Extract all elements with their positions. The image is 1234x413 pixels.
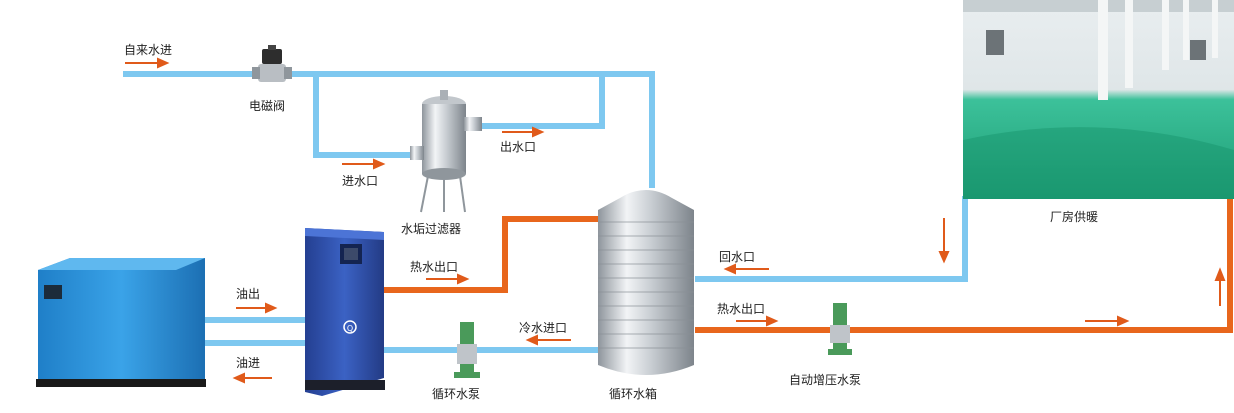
air-compressor-icon [36, 258, 206, 387]
oil-in-label: 油进 [236, 356, 260, 370]
circulation-pump-label: 循环水泵 [432, 387, 480, 401]
arrow-down-icon [938, 218, 950, 264]
arrow-left-icon [723, 263, 769, 275]
heat-recovery-unit-logo: Q [347, 324, 353, 333]
hot-water-outlet-label-1: 热水出口 [410, 260, 458, 274]
arrow-right-icon [736, 315, 779, 327]
arrow-right-icon [502, 126, 545, 138]
flow-arrows [125, 57, 1226, 384]
arrow-left-icon [525, 334, 571, 346]
arrow-right-icon [426, 273, 470, 285]
circulation-pump-icon [454, 322, 480, 378]
solenoid-valve-label: 电磁阀 [249, 98, 285, 113]
labels: 自来水进 电磁阀 进水口 出水口 水垢过滤器 油出 油进 热水出口 冷水进口 循… [124, 43, 1098, 401]
return-water-inlet-label: 回水口 [719, 250, 755, 264]
factory-image [963, 0, 1234, 199]
arrow-right-icon [125, 57, 170, 69]
arrow-right-icon [1085, 315, 1130, 327]
scale-filter-label: 水垢过滤器 [401, 222, 461, 236]
arrow-up-icon [1214, 267, 1226, 306]
oil-out-label: 油出 [236, 287, 260, 301]
arrow-right-icon [342, 158, 386, 170]
scale-filter-icon [410, 90, 482, 213]
water-inlet-label: 进水口 [342, 174, 378, 188]
arrow-right-icon [236, 302, 278, 314]
factory-heating-label: 厂房供暖 [1050, 209, 1098, 224]
circulation-tank-label: 循环水箱 [609, 386, 657, 401]
circulation-tank-icon [598, 190, 694, 375]
hot-water-outlet-label-2: 热水出口 [717, 302, 765, 316]
cold-water-pipes [123, 71, 968, 353]
cold-water-inlet-label: 冷水进口 [519, 321, 567, 335]
tap-water-in-label: 自来水进 [124, 43, 172, 57]
water-outlet-label: 出水口 [500, 140, 536, 154]
arrow-left-icon [232, 372, 272, 384]
solenoid-valve-icon [252, 45, 292, 82]
booster-pump-icon [828, 303, 852, 355]
hot-water-pipes [384, 196, 1233, 333]
booster-pump-label: 自动增压水泵 [789, 373, 861, 387]
heat-recovery-unit-icon: Q [305, 228, 385, 396]
